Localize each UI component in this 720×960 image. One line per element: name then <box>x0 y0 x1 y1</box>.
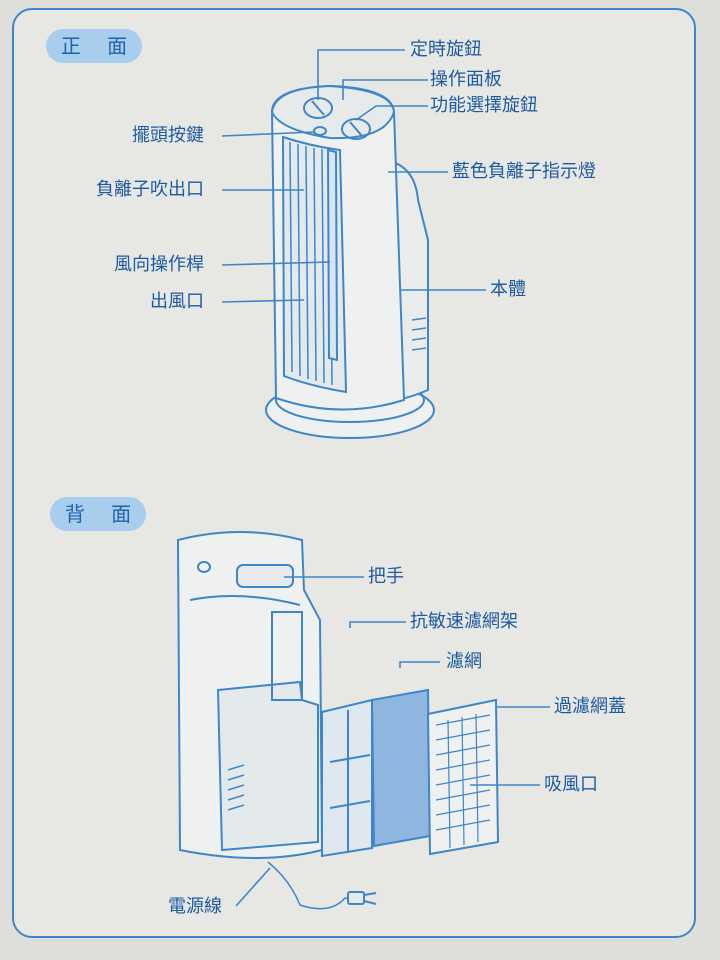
front-view-title: 正 面 <box>60 34 138 58</box>
label-control-panel: 操作面板 <box>430 69 502 90</box>
label-function-knob: 功能選擇旋鈕 <box>430 95 538 116</box>
label-swing-button: 擺頭按鍵 <box>132 125 204 146</box>
front-leader-lines <box>221 49 486 303</box>
label-handle: 把手 <box>368 566 404 587</box>
label-antiallergy-filter-frame: 抗敏速濾網架 <box>410 611 518 632</box>
label-body: 本體 <box>490 279 526 300</box>
label-filter-cover: 過濾網蓋 <box>554 696 626 717</box>
back-leader-lines <box>235 576 550 907</box>
label-blue-ion-indicator: 藍色負離子指示燈 <box>452 161 596 182</box>
label-power-cord: 電源線 <box>168 896 222 917</box>
label-ion-outlet: 負離子吹出口 <box>96 179 204 200</box>
label-air-outlet: 出風口 <box>150 291 204 312</box>
filter-frame-illustration <box>321 698 373 858</box>
back-unit-illustration <box>176 531 377 910</box>
filter-cover-illustration <box>426 698 500 856</box>
label-filter: 濾網 <box>446 651 482 672</box>
front-view-badge: 正 面 <box>46 29 142 63</box>
back-view-title: 背 面 <box>64 502 142 526</box>
label-air-intake: 吸風口 <box>544 774 598 795</box>
label-louver-lever: 風向操作桿 <box>114 254 204 275</box>
back-view-badge: 背 面 <box>50 497 146 531</box>
label-timer-knob: 定時旋鈕 <box>410 39 482 60</box>
filter-illustration <box>370 688 432 848</box>
front-heater-illustration <box>265 84 435 439</box>
